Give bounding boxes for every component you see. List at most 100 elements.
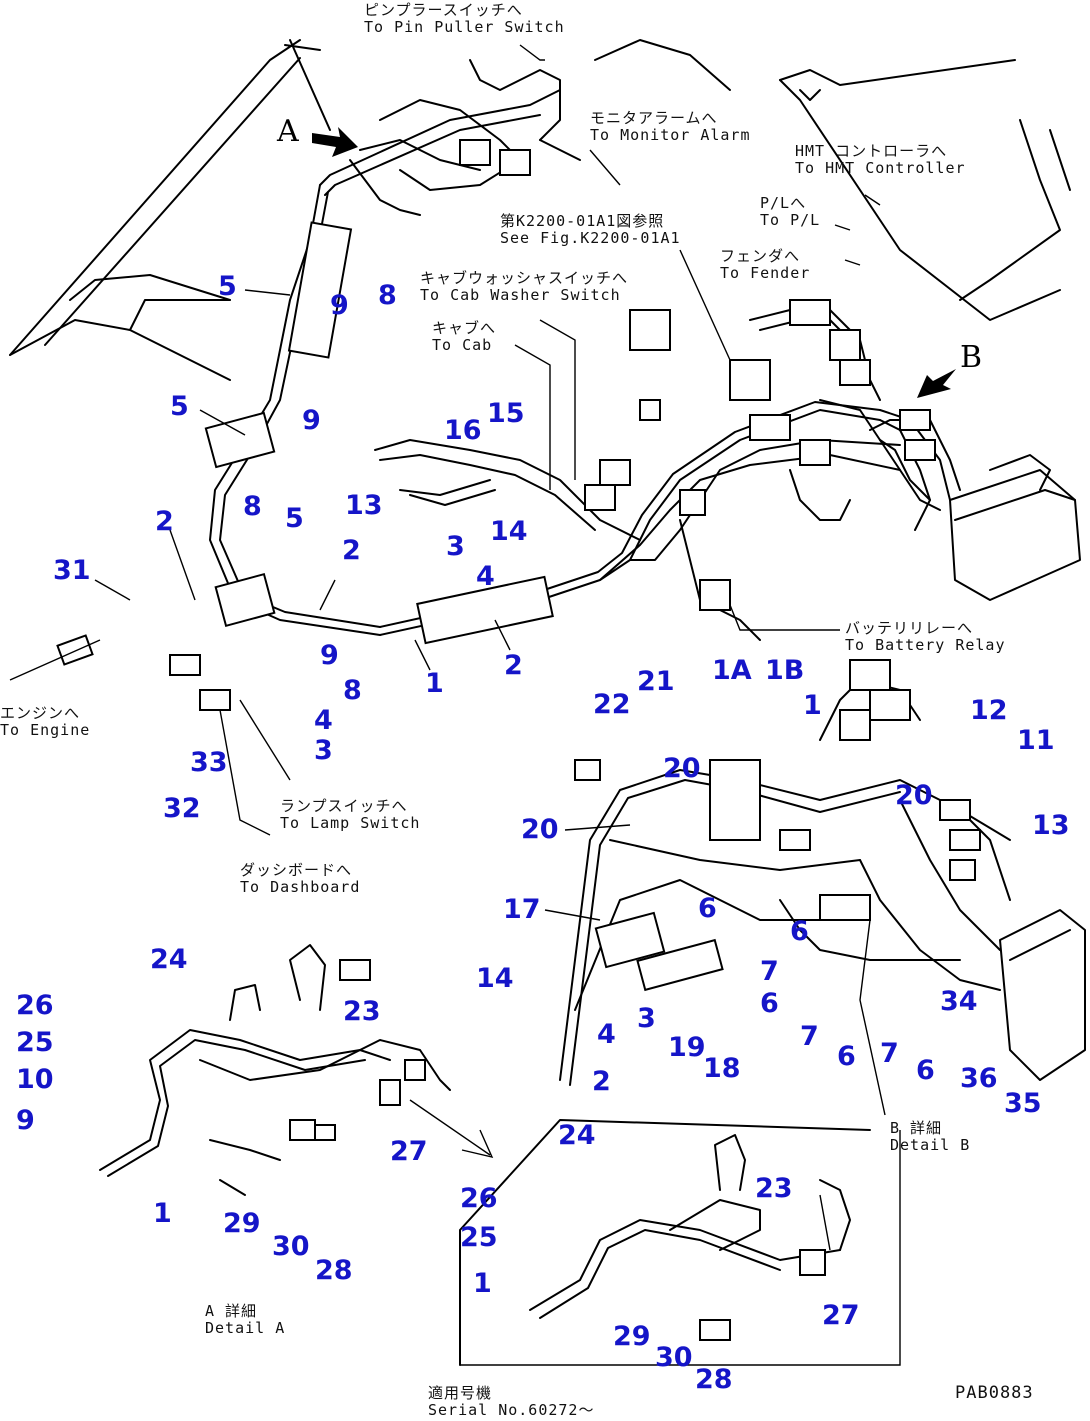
callout-1d: 1	[473, 1268, 492, 1299]
callout-23: 21	[637, 666, 675, 697]
callout-22c: 20	[521, 814, 559, 845]
view-letter-b: B	[960, 340, 983, 375]
callout-1c: 1	[153, 1198, 172, 1229]
callout-1B: 1B	[765, 655, 805, 686]
callout-31b: 29	[613, 1321, 651, 1352]
callout-27a: 25	[16, 1027, 54, 1058]
callout-2a: 2	[155, 506, 174, 537]
view-arrow-b-icon	[917, 369, 956, 398]
callout-2b: 2	[342, 535, 361, 566]
callout-13: 11	[1017, 725, 1055, 756]
callout-4b: 4	[314, 705, 333, 736]
callout-9c: 8	[343, 675, 362, 706]
callout-29b: 27	[822, 1300, 860, 1331]
callout-30a: 28	[315, 1255, 353, 1286]
connectors	[56, 139, 936, 711]
callout-7a: 7	[760, 956, 779, 987]
callout-19: 17	[503, 894, 541, 925]
callout-2c: 2	[504, 650, 523, 681]
detail-serial-drawing	[459, 1119, 901, 1366]
callout-9a: 8	[378, 280, 397, 311]
callout-34: 32	[163, 793, 201, 824]
callout-38: 36	[960, 1063, 998, 1094]
drawing-number: PAB0883	[955, 1383, 1034, 1403]
callout-32b: 30	[655, 1342, 693, 1373]
callout-8a: 5	[218, 271, 237, 302]
callout-6a: 6	[760, 988, 779, 1019]
callout-16a: 14	[490, 516, 528, 547]
destination-arrows	[9, 44, 881, 1159]
callout-37: 35	[1004, 1088, 1042, 1119]
callout-30b: 28	[695, 1364, 733, 1395]
callout-4a: 4	[476, 561, 495, 592]
callout-26b: 24	[558, 1120, 596, 1151]
callout-29a: 27	[390, 1136, 428, 1167]
callout-7b: 7	[800, 1021, 819, 1052]
callout-14: 12	[970, 695, 1008, 726]
callout-3c: 3	[637, 1003, 656, 1034]
callout-10b: 9	[302, 405, 321, 436]
callout-2d: 2	[592, 1066, 611, 1097]
callout-32a: 30	[272, 1231, 310, 1262]
callout-15a: 13	[345, 490, 383, 521]
callout-11: 9	[16, 1105, 35, 1136]
cab-outline	[9, 39, 1071, 381]
callout-1a: 1	[425, 668, 444, 699]
callout-36: 34	[940, 986, 978, 1017]
callout-26a: 24	[150, 944, 188, 975]
callout-9b: 8	[243, 491, 262, 522]
callout-6c: 6	[916, 1055, 935, 1086]
callout-18: 16	[444, 415, 482, 446]
callout-1A: 1A	[712, 655, 752, 686]
callout-12: 10	[16, 1064, 54, 1095]
callout-10c: 9	[320, 640, 339, 671]
callout-15b: 13	[1032, 810, 1070, 841]
view-arrow-a-icon	[312, 127, 358, 157]
callout-28b: 26	[460, 1183, 498, 1214]
callout-8b: 5	[170, 391, 189, 422]
callout-7c: 7	[880, 1038, 899, 1069]
callout-20: 18	[703, 1053, 741, 1084]
view-letter-a: A	[277, 114, 299, 149]
callout-28a: 26	[16, 990, 54, 1021]
leader-lines	[94, 289, 831, 1251]
callout-10a: 9	[330, 290, 349, 321]
callout-4c: 4	[597, 1019, 616, 1050]
callout-31a: 29	[223, 1208, 261, 1239]
callout-22a: 20	[663, 753, 701, 784]
callout-3b: 3	[314, 735, 333, 766]
detail-b-drawing	[559, 659, 1011, 1116]
callout-6b: 6	[837, 1041, 856, 1072]
callout-33: 31	[53, 555, 91, 586]
callout-22b: 20	[895, 780, 933, 811]
callout-21: 19	[668, 1032, 706, 1063]
callout-8c: 5	[285, 503, 304, 534]
callout-27b: 25	[460, 1222, 498, 1253]
callout-25b: 23	[755, 1173, 793, 1204]
callout-24: 22	[593, 689, 631, 720]
battery-box	[949, 454, 1086, 1081]
callout-1b: 1	[803, 690, 822, 721]
callout-3a: 3	[446, 531, 465, 562]
callout-5a: 6	[698, 893, 717, 924]
callout-25a: 23	[343, 996, 381, 1027]
callout-16b: 14	[476, 963, 514, 994]
callout-5b: 6	[790, 916, 809, 947]
callout-17: 15	[487, 398, 525, 429]
